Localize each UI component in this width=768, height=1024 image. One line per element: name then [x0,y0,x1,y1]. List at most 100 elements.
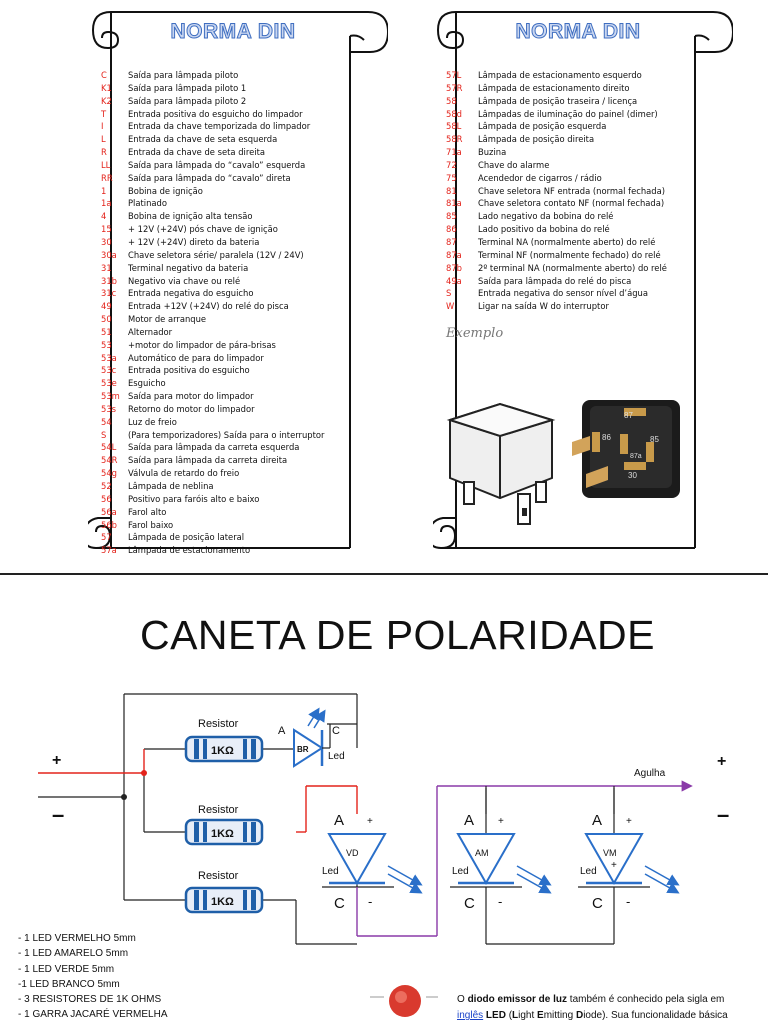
minus-label: - [368,894,372,909]
din-description: Lâmpada de posição direita [478,134,595,145]
din-description: Bobina de ignição alta tensão [128,211,253,222]
din-code: 31b [101,275,117,286]
din-description: Farol baixo [128,519,174,530]
led-text-bold: diodo emissor de luz [467,994,568,1005]
din-description: Chave seletora série/ paralela (12V / 24… [128,249,304,260]
din-code: 85 [446,211,457,222]
negative-terminal-right: – [717,802,729,827]
din-description: Saída para lâmpada do “cavalo” direta [128,172,291,183]
din-code: 30a [101,249,117,260]
resistor-label: Resistor [198,718,239,730]
scroll-frame-left [88,11,388,549]
anode-label: A [464,812,474,829]
black-relay-image: 87 86 85 87a 30 [572,400,680,498]
led-name: VM [603,848,617,858]
panel-title: NORMA DIN [515,20,641,44]
ingles-link[interactable]: inglês [457,1010,484,1021]
din-code-row: 58d Lâmpadas de iluminação do painel (dim… [446,108,667,121]
din-description: Automático de para do limpador [128,352,264,363]
positive-terminal-left: + [52,752,61,769]
din-code: 49a [446,275,462,286]
din-code: 53s [101,403,117,414]
din-description: Acendedor de cigarros / rádio [478,172,602,183]
din-code: 51 [101,326,112,337]
din-description: Lâmpada de estacionamento direito [478,82,630,93]
din-description: Entrada da chave de seta esquerda [128,134,278,145]
din-description: Chave seletora contato NF (normal fechad… [478,198,665,209]
din-description: Lado negativo da bobina do relé [478,211,614,222]
parts-list-item: -1 LED BRANCO 5mm [18,978,120,990]
din-description: Lâmpada de estacionamento esquerdo [478,70,642,80]
red-wires [38,749,358,833]
din-description: Lado positivo da bobina do relé [478,224,610,235]
minus-label: - [626,894,630,909]
scroll-frame-right [433,11,733,549]
din-code-row: 30a Chave seletora série/ paralela (12V /… [101,249,324,262]
din-description: Lâmpadas de iluminação do painel (dimer) [478,108,658,119]
cathode-label: C [332,725,340,737]
din-code: 1 [101,185,107,196]
din-description: Luz de freio [128,416,177,427]
relay-pin-87a: 87a [630,453,642,460]
din-description: Saída para motor do limpador [128,391,254,402]
din-code-row: 87b 2º terminal NA (normalmente aberto) d… [446,262,667,275]
led-label: Led [322,866,339,877]
din-code: 58L [446,121,462,132]
din-code: 87 [446,236,457,247]
din-description: Alternador [128,326,173,337]
din-description: Entrada da chave de seta direita [128,147,266,158]
led-name: BR [297,745,309,754]
din-code: LL [101,159,111,170]
polarity-pen-circuit: Agulha + – + – Resistor 1KΩ Resistor 1KΩ… [38,693,729,1017]
parts-list-item: - 1 GARRA JACARÉ VERMELHA [18,1009,168,1021]
din-description: Entrada +12V (+24V) do relé do pisca [128,301,289,312]
din-description: Terminal negativo da bateria [128,262,249,273]
din-description: Lâmpada de posição esquerda [478,121,607,132]
din-description: Saída para lâmpada do relé do pisca [478,275,632,286]
din-code: 57 [101,532,112,543]
din-code: 87a [446,249,462,260]
purple-wires [356,780,693,937]
din-code: 58d [446,108,462,119]
din-description: Entrada da chave temporizada do limpador [128,121,311,132]
din-description: Buzina [478,147,507,158]
din-description: Lâmpada de neblina [128,481,214,491]
din-description: Saída para lâmpada piloto [128,70,239,80]
white-relay-image [446,402,556,525]
din-description: Saída para lâmpada do “cavalo” esquerda [128,159,306,170]
din-code: 56a [101,506,117,517]
din-description: Entrada negativa do esguicho [128,288,254,299]
din-code: 4 [101,211,107,222]
led-text-bold: LED [483,1010,506,1021]
din-code: K2 [101,95,112,106]
din-code-row: LL Saída para lâmpada do “cavalo” esquerd… [101,159,324,172]
din-code: 81 [446,185,457,196]
din-code: 53c [101,365,117,376]
din-code-row: 15+ 12V (+24V) pós chave de ignição [101,223,324,236]
din-description: 2º terminal NA (normalmente aberto) do r… [478,262,667,273]
din-description: Lâmpada de estacionamento [128,545,251,556]
din-code-row: 51 Alternador [101,326,324,339]
din-code: 15 [101,224,112,235]
needle-label: Agulha [634,768,666,779]
resistor-label: Resistor [198,870,239,882]
din-code: 71a [446,147,462,158]
din-code: 87b [446,262,462,273]
din-description: +motor do limpador de pára-brisas [128,339,276,350]
